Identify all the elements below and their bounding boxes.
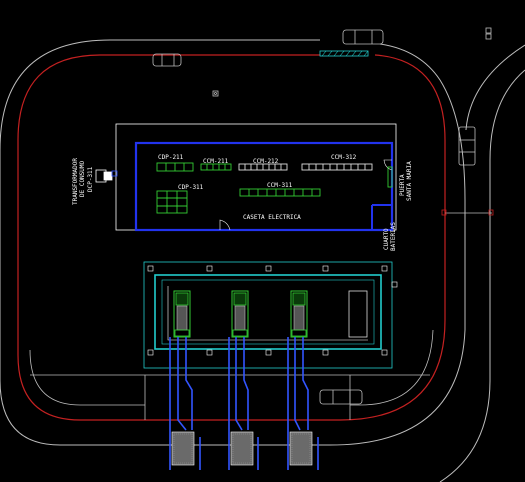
label-ccm311: CCM-311 bbox=[267, 182, 293, 189]
cable-runs bbox=[169, 337, 319, 470]
label-ccm212: CCM-212 bbox=[253, 158, 279, 165]
reserve-bay bbox=[348, 290, 368, 338]
battery-rack bbox=[387, 166, 393, 188]
transformer-symbol bbox=[95, 169, 118, 183]
label-caseta: CASETA ELECTRICA bbox=[243, 214, 301, 221]
road-inner-edge bbox=[17, 54, 446, 421]
house-labels: CDP-211 CCM-211 CCM-212 CCM-312 CDP-311 … bbox=[158, 154, 357, 221]
pad-fence-inner bbox=[161, 279, 375, 345]
transformer-bay bbox=[290, 290, 308, 338]
road-inner-white-right bbox=[350, 329, 434, 406]
transformer-line2: DE CONSUMO bbox=[79, 160, 86, 197]
label-ccm312: CCM-312 bbox=[331, 154, 357, 161]
cuarto-line2: BATERIAS bbox=[390, 222, 397, 251]
label-cdp311: CDP-311 bbox=[178, 184, 204, 191]
truck-icon bbox=[458, 126, 476, 166]
door-label: PUERTA SANTA MARIA bbox=[399, 161, 413, 201]
switchyard-pad bbox=[143, 261, 398, 369]
perimeter-road bbox=[0, 39, 525, 482]
transformer-tag: DCP-311 bbox=[87, 166, 94, 192]
puerta-line1: PUERTA bbox=[399, 174, 406, 196]
pad-fence bbox=[154, 274, 382, 350]
label-cdp211: CDP-211 bbox=[158, 154, 184, 161]
cuarto-line1: CUARTO bbox=[383, 228, 390, 250]
gate-top bbox=[319, 50, 369, 57]
ccm311-lineup bbox=[239, 188, 321, 197]
battery-room-label: CUARTO BATERIAS bbox=[383, 222, 397, 251]
road-outer-edge bbox=[0, 39, 466, 446]
transformer-bay bbox=[173, 290, 191, 338]
door-swing-right bbox=[383, 159, 393, 171]
ccm312-lineup bbox=[301, 163, 373, 171]
transformer-line1: TRANSFORMADOR bbox=[72, 158, 79, 205]
road-inner-white bbox=[29, 349, 145, 406]
switchgear-lineups bbox=[156, 162, 393, 214]
car-icon bbox=[152, 53, 182, 67]
access-road-right-b bbox=[465, 44, 525, 131]
transformer-label: TRANSFORMADOR DE CONSUMO DCP-311 bbox=[72, 158, 94, 205]
pump-foundations bbox=[171, 431, 313, 466]
gate-post-right-a bbox=[441, 209, 447, 216]
puerta-line2: SANTA MARIA bbox=[406, 161, 413, 201]
door-swing bbox=[219, 219, 231, 231]
cdp211-lineup bbox=[156, 162, 194, 172]
layer-icon bbox=[485, 27, 492, 40]
pad-outer bbox=[143, 261, 393, 369]
car-icon bbox=[342, 29, 384, 45]
transformer-bay bbox=[231, 290, 249, 338]
car-icon bbox=[319, 389, 363, 405]
ccm212-lineup bbox=[238, 163, 288, 171]
pump-foundation bbox=[230, 431, 254, 466]
label-ccm211: CCM-211 bbox=[203, 158, 229, 165]
pump-foundation bbox=[171, 431, 195, 466]
pump-foundation bbox=[289, 431, 313, 466]
access-road-right-a bbox=[439, 69, 525, 482]
cdp311-lineup bbox=[156, 190, 188, 214]
transformer-bays bbox=[173, 290, 308, 338]
gate-post-right-b bbox=[488, 209, 494, 216]
survey-marker-icon bbox=[212, 90, 219, 97]
ccm211-lineup bbox=[200, 163, 232, 171]
